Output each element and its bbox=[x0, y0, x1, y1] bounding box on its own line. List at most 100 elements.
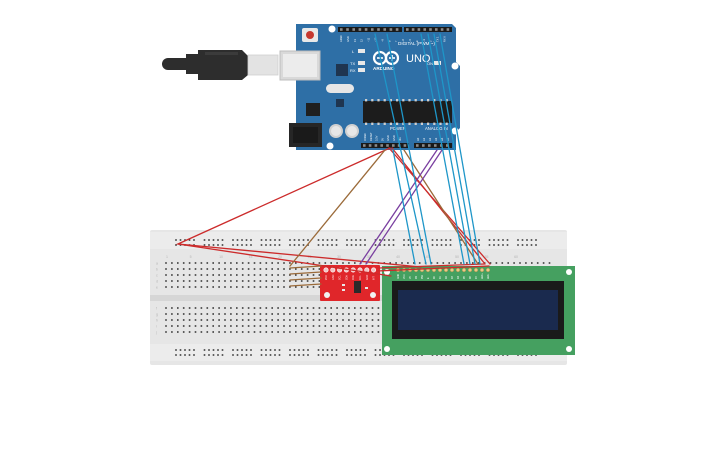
breadboard-hole[interactable] bbox=[236, 354, 239, 356]
breadboard-hole[interactable] bbox=[206, 268, 209, 270]
breadboard-hole[interactable] bbox=[359, 325, 362, 327]
wire-blue[interactable] bbox=[386, 33, 432, 265]
breadboard-hole[interactable] bbox=[295, 280, 297, 282]
breadboard-hole[interactable] bbox=[377, 307, 380, 309]
breadboard-hole[interactable] bbox=[317, 244, 320, 246]
breadboard-hole[interactable] bbox=[277, 319, 279, 321]
breadboard-hole[interactable] bbox=[188, 286, 191, 288]
breadboard-hole[interactable] bbox=[193, 349, 195, 351]
breadboard-hole[interactable] bbox=[342, 325, 344, 327]
breadboard-hole[interactable] bbox=[295, 325, 297, 327]
breadboard-hole[interactable] bbox=[277, 274, 279, 276]
breadboard-hole[interactable] bbox=[336, 325, 338, 327]
breadboard-hole[interactable] bbox=[318, 274, 321, 276]
breadboard-hole[interactable] bbox=[331, 349, 333, 351]
header-pin[interactable] bbox=[383, 28, 386, 31]
breadboard-hole[interactable] bbox=[271, 274, 273, 276]
breadboard-hole[interactable] bbox=[493, 239, 495, 241]
breadboard-hole[interactable] bbox=[342, 313, 344, 315]
breadboard-hole[interactable] bbox=[371, 319, 374, 321]
breadboard-hole[interactable] bbox=[274, 354, 276, 356]
breadboard-hole[interactable] bbox=[200, 325, 203, 327]
header-pin[interactable] bbox=[440, 28, 444, 31]
breadboard-hole[interactable] bbox=[218, 307, 220, 309]
breadboard-hole[interactable] bbox=[271, 307, 273, 309]
breadboard-hole[interactable] bbox=[188, 307, 191, 309]
breadboard-hole[interactable] bbox=[206, 319, 209, 321]
sensor-pin[interactable] bbox=[323, 267, 329, 273]
wire-red[interactable] bbox=[388, 147, 491, 265]
breadboard-hole[interactable] bbox=[230, 280, 232, 282]
breadboard-hole[interactable] bbox=[218, 325, 220, 327]
breadboard-hole[interactable] bbox=[283, 319, 285, 321]
arduino-reset-button-cap[interactable] bbox=[306, 31, 314, 39]
breadboard-hole[interactable] bbox=[208, 349, 210, 351]
breadboard-hole[interactable] bbox=[300, 325, 303, 327]
breadboard-hole[interactable] bbox=[188, 280, 191, 282]
breadboard-hole[interactable] bbox=[247, 319, 250, 321]
breadboard-hole[interactable] bbox=[473, 244, 476, 246]
breadboard-hole[interactable] bbox=[265, 313, 268, 315]
breadboard-hole[interactable] bbox=[165, 331, 167, 333]
breadboard-hole[interactable] bbox=[269, 239, 272, 241]
breadboard-hole[interactable] bbox=[318, 331, 321, 333]
breadboard-hole[interactable] bbox=[230, 313, 232, 315]
breadboard-hole[interactable] bbox=[359, 307, 362, 309]
breadboard-hole[interactable] bbox=[271, 313, 273, 315]
breadboard-hole[interactable] bbox=[295, 313, 297, 315]
breadboard-hole[interactable] bbox=[188, 274, 191, 276]
breadboard-hole[interactable] bbox=[331, 244, 333, 246]
breadboard-hole[interactable] bbox=[506, 239, 509, 241]
breadboard-hole[interactable] bbox=[247, 274, 250, 276]
breadboard-hole[interactable] bbox=[302, 354, 305, 356]
breadboard-hole[interactable] bbox=[336, 313, 338, 315]
header-pin[interactable] bbox=[435, 28, 438, 31]
breadboard-hole[interactable] bbox=[218, 286, 220, 288]
breadboard-hole[interactable] bbox=[203, 239, 206, 241]
breadboard-hole[interactable] bbox=[177, 274, 179, 276]
breadboard-hole[interactable] bbox=[236, 325, 238, 327]
breadboard-hole[interactable] bbox=[212, 307, 214, 309]
breadboard-hole[interactable] bbox=[383, 239, 386, 241]
header-pin[interactable] bbox=[417, 28, 421, 31]
breadboard-hole[interactable] bbox=[289, 268, 291, 270]
breadboard-hole[interactable] bbox=[318, 313, 321, 315]
breadboard-hole[interactable] bbox=[260, 239, 263, 241]
breadboard-hole[interactable] bbox=[182, 325, 185, 327]
breadboard-hole[interactable] bbox=[274, 349, 276, 351]
breadboard-hole[interactable] bbox=[295, 274, 297, 276]
breadboard-hole[interactable] bbox=[247, 325, 250, 327]
header-pin[interactable] bbox=[368, 144, 372, 147]
breadboard-hole[interactable] bbox=[277, 280, 279, 282]
breadboard-hole[interactable] bbox=[241, 244, 243, 246]
breadboard-hole[interactable] bbox=[472, 262, 474, 264]
breadboard-hole[interactable] bbox=[171, 331, 173, 333]
breadboard-hole[interactable] bbox=[379, 354, 381, 356]
breadboard-hole[interactable] bbox=[250, 349, 252, 351]
breadboard-hole[interactable] bbox=[354, 319, 356, 321]
breadboard-hole[interactable] bbox=[274, 239, 276, 241]
breadboard-hole[interactable] bbox=[300, 268, 303, 270]
wire-red[interactable] bbox=[376, 265, 490, 272]
breadboard-hole[interactable] bbox=[364, 354, 366, 356]
breadboard-hole[interactable] bbox=[289, 325, 291, 327]
breadboard-hole[interactable] bbox=[212, 319, 214, 321]
header-pin[interactable] bbox=[446, 28, 450, 31]
breadboard-hole[interactable] bbox=[342, 331, 344, 333]
wire-blue[interactable] bbox=[433, 33, 476, 265]
breadboard-hole[interactable] bbox=[260, 349, 263, 351]
breadboard-hole[interactable] bbox=[322, 239, 324, 241]
breadboard-hole[interactable] bbox=[489, 262, 492, 264]
breadboard-hole[interactable] bbox=[395, 262, 397, 264]
header-pin[interactable] bbox=[392, 144, 395, 147]
breadboard-hole[interactable] bbox=[245, 244, 248, 246]
breadboard-hole[interactable] bbox=[306, 319, 309, 321]
breadboard-hole[interactable] bbox=[230, 262, 232, 264]
breadboard-hole[interactable] bbox=[241, 319, 244, 321]
breadboard-hole[interactable] bbox=[271, 325, 273, 327]
breadboard-hole[interactable] bbox=[182, 280, 185, 282]
breadboard-hole[interactable] bbox=[232, 244, 234, 246]
lcd-pin[interactable] bbox=[474, 268, 479, 273]
